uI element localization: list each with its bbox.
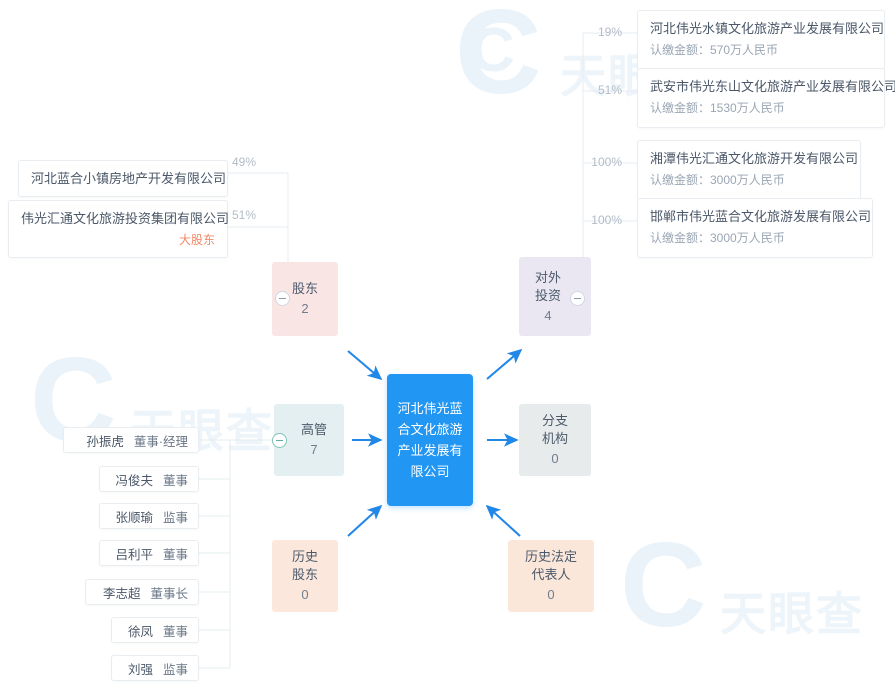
investment-name: 武安市伟光东山文化旅游产业发展有限公司 bbox=[650, 79, 895, 94]
investment-name: 邯郸市伟光蓝合文化旅游发展有限公司 bbox=[650, 209, 872, 224]
shareholder-card[interactable]: 伟光汇通文化旅游投资集团有限公司 大股东 bbox=[8, 200, 230, 258]
category-node-outbound-investment[interactable]: 对外 投资 4 bbox=[519, 257, 591, 336]
executive-name: 李志超 bbox=[102, 586, 141, 601]
investment-card[interactable]: 邯郸市伟光蓝合文化旅游发展有限公司 认缴金额：3000万人民币 bbox=[637, 198, 873, 258]
category-count: 0 bbox=[547, 587, 555, 602]
executive-name: 冯俊夫 bbox=[115, 473, 153, 488]
investment-card[interactable]: 河北伟光水镇文化旅游产业发展有限公司 认缴金额：570万人民币 bbox=[637, 10, 885, 70]
center-company-name: 河北伟光蓝合文化旅游产业发展有限公司 bbox=[397, 401, 463, 479]
executive-title: 董事 bbox=[162, 473, 188, 488]
executive-card[interactable]: 刘强 监事 bbox=[111, 655, 199, 681]
investment-name: 湘潭伟光汇通文化旅游开发有限公司 bbox=[650, 151, 859, 166]
executive-card[interactable]: 李志超 董事长 bbox=[85, 579, 199, 605]
executive-name: 吕利平 bbox=[115, 547, 153, 562]
investment-percent: 100% bbox=[591, 213, 622, 227]
category-count: 2 bbox=[301, 301, 309, 316]
investment-name: 河北伟光水镇文化旅游产业发展有限公司 bbox=[650, 21, 885, 36]
center-company-node[interactable]: 河北伟光蓝合文化旅游产业发展有限公司 bbox=[387, 374, 473, 506]
executive-name: 刘强 bbox=[127, 662, 153, 677]
shareholder-percent: 51% bbox=[232, 208, 257, 222]
investment-percent: 51% bbox=[597, 83, 622, 97]
category-count: 0 bbox=[551, 451, 559, 466]
major-shareholder-badge: 大股东 bbox=[178, 233, 215, 247]
category-count: 7 bbox=[310, 442, 318, 457]
shareholder-card[interactable]: 河北蓝合小镇房地产开发有限公司 bbox=[18, 160, 228, 197]
executive-card[interactable]: 孙振虎 董事·经理 bbox=[63, 427, 199, 453]
category-count: 4 bbox=[544, 307, 552, 323]
shareholder-name: 伟光汇通文化旅游投资集团有限公司 bbox=[21, 211, 230, 226]
collapse-minus-icon[interactable] bbox=[570, 291, 585, 306]
executive-title: 董事·经理 bbox=[133, 434, 188, 449]
watermark-logo: C bbox=[620, 518, 709, 652]
investment-card[interactable]: 湘潭伟光汇通文化旅游开发有限公司 认缴金额：3000万人民币 bbox=[637, 140, 861, 200]
investment-amount: 认缴金额：3000万人民币 bbox=[650, 173, 785, 187]
category-label: 历史法定 bbox=[524, 549, 577, 564]
shareholder-name: 河北蓝合小镇房地产开发有限公司 bbox=[31, 171, 227, 186]
investment-card[interactable]: 武安市伟光东山文化旅游产业发展有限公司 认缴金额：1530万人民币 bbox=[637, 68, 895, 128]
category-count: 0 bbox=[301, 587, 309, 602]
executive-name: 张顺瑜 bbox=[115, 510, 153, 525]
executive-title: 董事长 bbox=[150, 586, 188, 601]
investment-percent: 100% bbox=[591, 155, 622, 169]
category-label: 高管 bbox=[300, 422, 327, 437]
category-label: 投资 bbox=[534, 287, 561, 303]
executive-card[interactable]: 冯俊夫 董事 bbox=[99, 466, 199, 492]
executive-card[interactable]: 张顺瑜 监事 bbox=[99, 503, 199, 529]
executive-title: 董事 bbox=[162, 624, 188, 639]
investment-amount: 认缴金额：1530万人民币 bbox=[650, 101, 785, 115]
collapse-minus-icon[interactable] bbox=[272, 433, 287, 448]
investment-amount: 认缴金额：3000万人民币 bbox=[650, 231, 785, 245]
category-node-historical-legal-rep[interactable]: 历史法定 代表人 0 bbox=[508, 540, 594, 612]
watermark-text: 天眼查 bbox=[720, 588, 864, 640]
executive-card[interactable]: 徐凤 董事 bbox=[111, 617, 199, 643]
executive-card[interactable]: 吕利平 董事 bbox=[99, 540, 199, 566]
category-label: 对外 bbox=[534, 269, 561, 285]
executive-title: 董事 bbox=[162, 547, 188, 562]
investment-percent: 19% bbox=[597, 25, 622, 39]
executive-title: 监事 bbox=[162, 510, 188, 525]
category-label: 股东 bbox=[291, 281, 318, 296]
category-node-branches[interactable]: 分支 机构 0 bbox=[519, 404, 591, 476]
collapse-minus-icon[interactable] bbox=[275, 291, 290, 306]
executive-title: 监事 bbox=[162, 662, 188, 677]
executive-name: 徐凤 bbox=[127, 624, 153, 639]
category-label: 代表人 bbox=[531, 567, 571, 582]
category-label: 分支 bbox=[541, 413, 568, 428]
shareholder-percent: 49% bbox=[232, 155, 257, 169]
investment-amount: 认缴金额：570万人民币 bbox=[650, 43, 779, 57]
category-node-historical-shareholders[interactable]: 历史 股东 0 bbox=[272, 540, 338, 612]
executive-name: 孙振虎 bbox=[86, 434, 124, 449]
category-label: 机构 bbox=[541, 431, 568, 446]
watermark-logo: C bbox=[470, 16, 517, 85]
category-label: 股东 bbox=[291, 567, 318, 582]
watermark-logo: C bbox=[455, 0, 544, 119]
category-label: 历史 bbox=[291, 549, 318, 564]
